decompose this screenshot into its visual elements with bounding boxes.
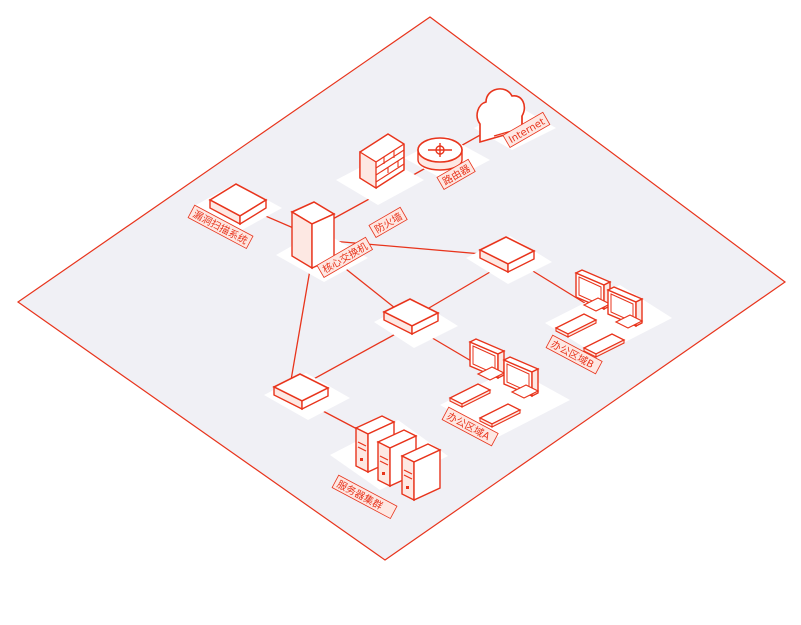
ground-plane: [16, 16, 787, 561]
firewall-device[interactable]: [359, 133, 405, 190]
core-switch-device[interactable]: [290, 201, 336, 270]
vuln-scanner-device[interactable]: [208, 183, 268, 226]
router-device[interactable]: [417, 137, 463, 171]
